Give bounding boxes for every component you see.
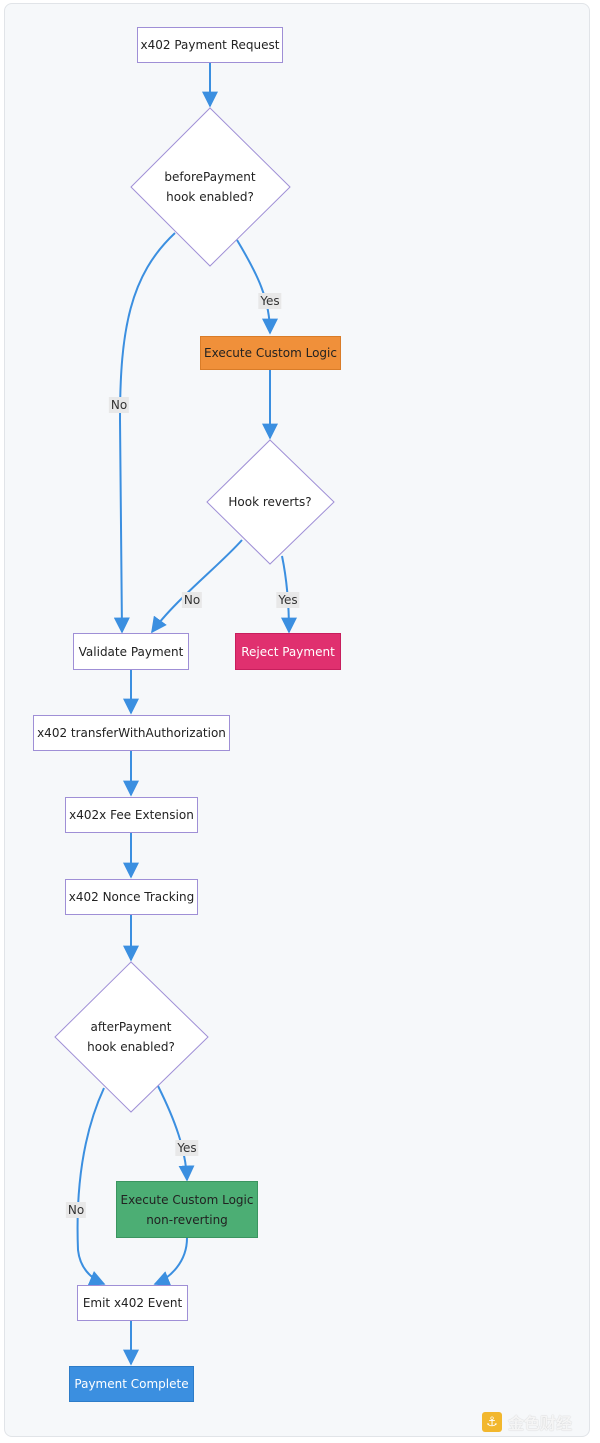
after-yes-label: Yes <box>175 1140 199 1156</box>
execute-custom-logic-nonreverting-node: Execute Custom Logic non-reverting <box>116 1181 258 1238</box>
hook-reverts-decision-label: Hook reverts? <box>228 495 312 509</box>
nonce-tracking-node: x402 Nonce Tracking <box>65 879 198 915</box>
edge-after-yes <box>157 1085 195 1182</box>
edge-before-no <box>113 232 176 634</box>
after-no-label: No <box>65 1202 87 1218</box>
edge-nonreverting-to-emit <box>153 1237 188 1287</box>
emit-event-node: Emit x402 Event <box>77 1285 188 1321</box>
before-payment-line2: hook enabled? <box>166 190 254 204</box>
before-payment-diamond <box>130 107 291 267</box>
before-payment-decision-label: beforePayment hook enabled? <box>164 167 255 207</box>
payment-request-node: x402 Payment Request <box>137 27 283 63</box>
edge-after-no <box>76 1087 106 1286</box>
watermark-text: 金色财经 <box>508 1414 573 1433</box>
reject-payment-node: Reject Payment <box>235 633 341 670</box>
watermark-logo-icon: ⚓ <box>482 1412 502 1432</box>
hook-reverts-diamond <box>206 439 335 565</box>
edge-reverts-no <box>151 539 243 634</box>
watermark: ⚓ 金色财经 <box>482 1410 572 1434</box>
edge-before-yes <box>236 239 278 335</box>
execute-custom-logic-node: Execute Custom Logic <box>200 336 341 370</box>
reverts-yes-label: Yes <box>276 592 300 608</box>
validate-payment-node: Validate Payment <box>73 633 189 670</box>
after-payment-diamond <box>54 961 209 1113</box>
nonreverting-line2: non-reverting <box>146 1212 228 1227</box>
before-payment-line1: beforePayment <box>164 170 256 184</box>
after-payment-decision-label: afterPayment hook enabled? <box>87 1017 175 1057</box>
after-payment-line1: afterPayment <box>90 1020 172 1034</box>
transfer-with-authorization-node: x402 transferWithAuthorization <box>33 715 230 751</box>
after-payment-line2: hook enabled? <box>87 1040 175 1054</box>
before-no-label: No <box>108 397 130 413</box>
fee-extension-node: x402x Fee Extension <box>65 797 198 833</box>
before-yes-label: Yes <box>258 293 282 309</box>
payment-complete-node: Payment Complete <box>69 1366 194 1402</box>
nonreverting-line1: Execute Custom Logic <box>120 1192 254 1207</box>
reverts-no-label: No <box>181 592 203 608</box>
